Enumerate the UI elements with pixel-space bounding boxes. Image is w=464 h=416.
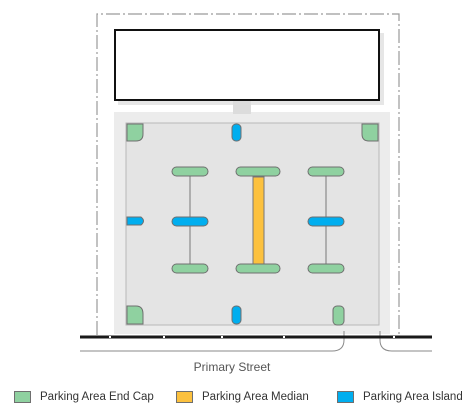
end-cap-top-left <box>171 166 209 177</box>
property-boundary <box>96 13 400 335</box>
legend-swatch-island <box>337 391 354 403</box>
corner-cap-top-right <box>361 123 379 142</box>
end-cap-bottom-right <box>307 263 345 274</box>
end-caps <box>126 123 379 326</box>
legend-label-end-cap: Parking Area End Cap <box>40 391 154 403</box>
end-cap-top-right <box>307 166 345 177</box>
end-cap-bottom-center <box>235 263 281 274</box>
end-cap-bottom-left <box>171 263 209 274</box>
island-row-right <box>307 216 345 227</box>
legend-item-island: Parking Area Island <box>337 386 463 408</box>
driveway-curb-right <box>379 331 432 352</box>
driveway-curb-left <box>80 331 345 352</box>
island-top <box>231 123 242 142</box>
legend: Parking Area End Cap Parking Area Median… <box>0 386 464 408</box>
building-entrance-walk <box>233 101 251 114</box>
legend-item-end-cap: Parking Area End Cap <box>14 386 154 408</box>
island-row-left <box>171 216 209 227</box>
parking-area-median <box>252 176 265 265</box>
primary-street-label: Primary Street <box>193 360 271 374</box>
island-bottom <box>231 305 242 325</box>
legend-item-median: Parking Area Median <box>176 386 309 408</box>
island-left-edge <box>126 216 144 226</box>
corner-cap-bottom-left <box>126 305 144 325</box>
corner-cap-top-left <box>126 123 144 142</box>
end-cap-top-center <box>235 166 281 177</box>
legend-label-island: Parking Area Island <box>363 391 463 403</box>
legend-label-median: Parking Area Median <box>202 391 309 403</box>
end-cap-bottom-driveway <box>332 305 345 326</box>
legend-swatch-median <box>176 391 193 403</box>
islands <box>126 123 345 325</box>
legend-swatch-end-cap <box>14 391 31 403</box>
building <box>114 29 380 101</box>
